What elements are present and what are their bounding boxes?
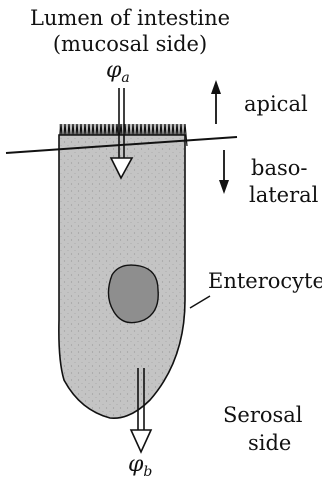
serosal-label-line1: Serosal [223, 403, 303, 427]
apical-arrow [211, 80, 221, 124]
phi-b-subscript: b [143, 464, 152, 480]
apical-label: apical [244, 92, 308, 116]
lumen-label-line1: Lumen of intestine [0, 6, 260, 30]
phi-b-label: φb [128, 452, 152, 477]
lumen-label-line2: (mucosal side) [0, 32, 260, 56]
nucleus [108, 265, 158, 323]
serosal-label-line2: side [248, 431, 291, 455]
phi-a-subscript: a [121, 70, 129, 86]
basolateral-label-line1: baso- [251, 156, 307, 180]
phi-a-label: φa [106, 58, 130, 83]
enterocyte-leader-line [190, 296, 210, 308]
basolateral-arrow [219, 150, 229, 194]
enterocyte-label: Enterocyte [208, 269, 322, 293]
basolateral-label-line2: lateral [249, 183, 318, 207]
phi-b-symbol: φ [128, 452, 143, 477]
phi-a-symbol: φ [106, 58, 121, 83]
